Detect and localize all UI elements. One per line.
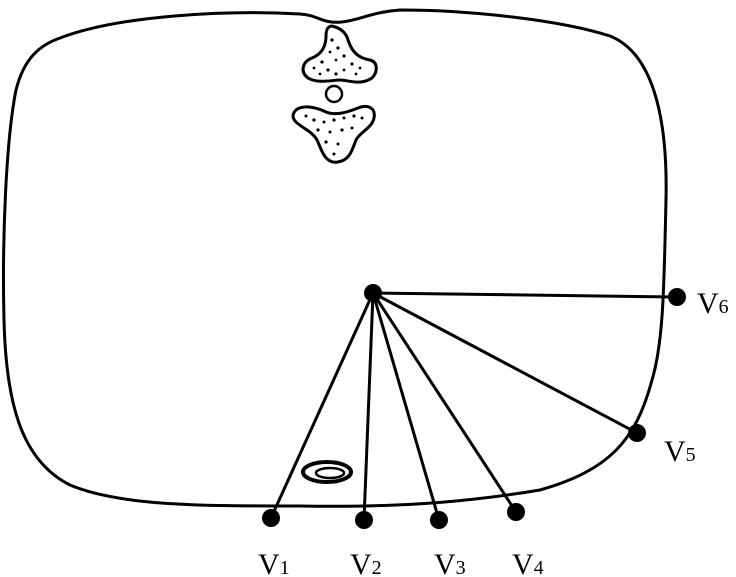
lead-label-v6: V6	[697, 287, 729, 320]
lead-line-v2	[362, 292, 375, 521]
chest-oval-mark	[301, 460, 353, 484]
lead-v5-letter: V	[664, 435, 686, 468]
electrode-v1	[262, 509, 280, 527]
lead-label-v2: V2	[350, 548, 382, 577]
lead-v4-letter: V	[512, 548, 534, 577]
lead-line-v1	[269, 292, 375, 519]
lead-line-v4	[371, 292, 518, 513]
electrode-v3	[430, 511, 448, 529]
lead-label-v4: V4	[512, 548, 544, 577]
lead-label-v3: V3	[434, 548, 466, 577]
electrode-v2	[355, 511, 373, 529]
lead-label-v1: V1	[258, 548, 290, 577]
lead-v1-letter: V	[258, 548, 280, 577]
lead-label-v5: V5	[664, 435, 696, 468]
lead-lines	[269, 291, 678, 521]
lead-v3-letter: V	[434, 548, 456, 577]
electrode-v4	[507, 503, 525, 521]
lead-line-v3	[371, 292, 441, 521]
lead-v3-number: 3	[456, 557, 466, 577]
lead-v2-number: 2	[372, 557, 382, 577]
lead-v6-letter: V	[697, 287, 719, 320]
lead-v4-number: 4	[534, 557, 544, 577]
electrode-v5	[628, 424, 646, 442]
lead-line-v6	[372, 291, 678, 299]
lead-line-v5	[372, 291, 638, 435]
lead-v2-letter: V	[350, 548, 372, 577]
thorax-outline	[2, 8, 668, 508]
lead-v6-number: 6	[719, 296, 729, 318]
lead-v1-number: 1	[280, 557, 290, 577]
electrode-v6	[668, 288, 686, 306]
spinal-canal	[324, 84, 344, 104]
lead-v5-number: 5	[686, 444, 696, 466]
vertebra-upper	[301, 24, 378, 84]
vertebra-lower	[291, 104, 376, 164]
lead-electrodes	[262, 288, 686, 529]
